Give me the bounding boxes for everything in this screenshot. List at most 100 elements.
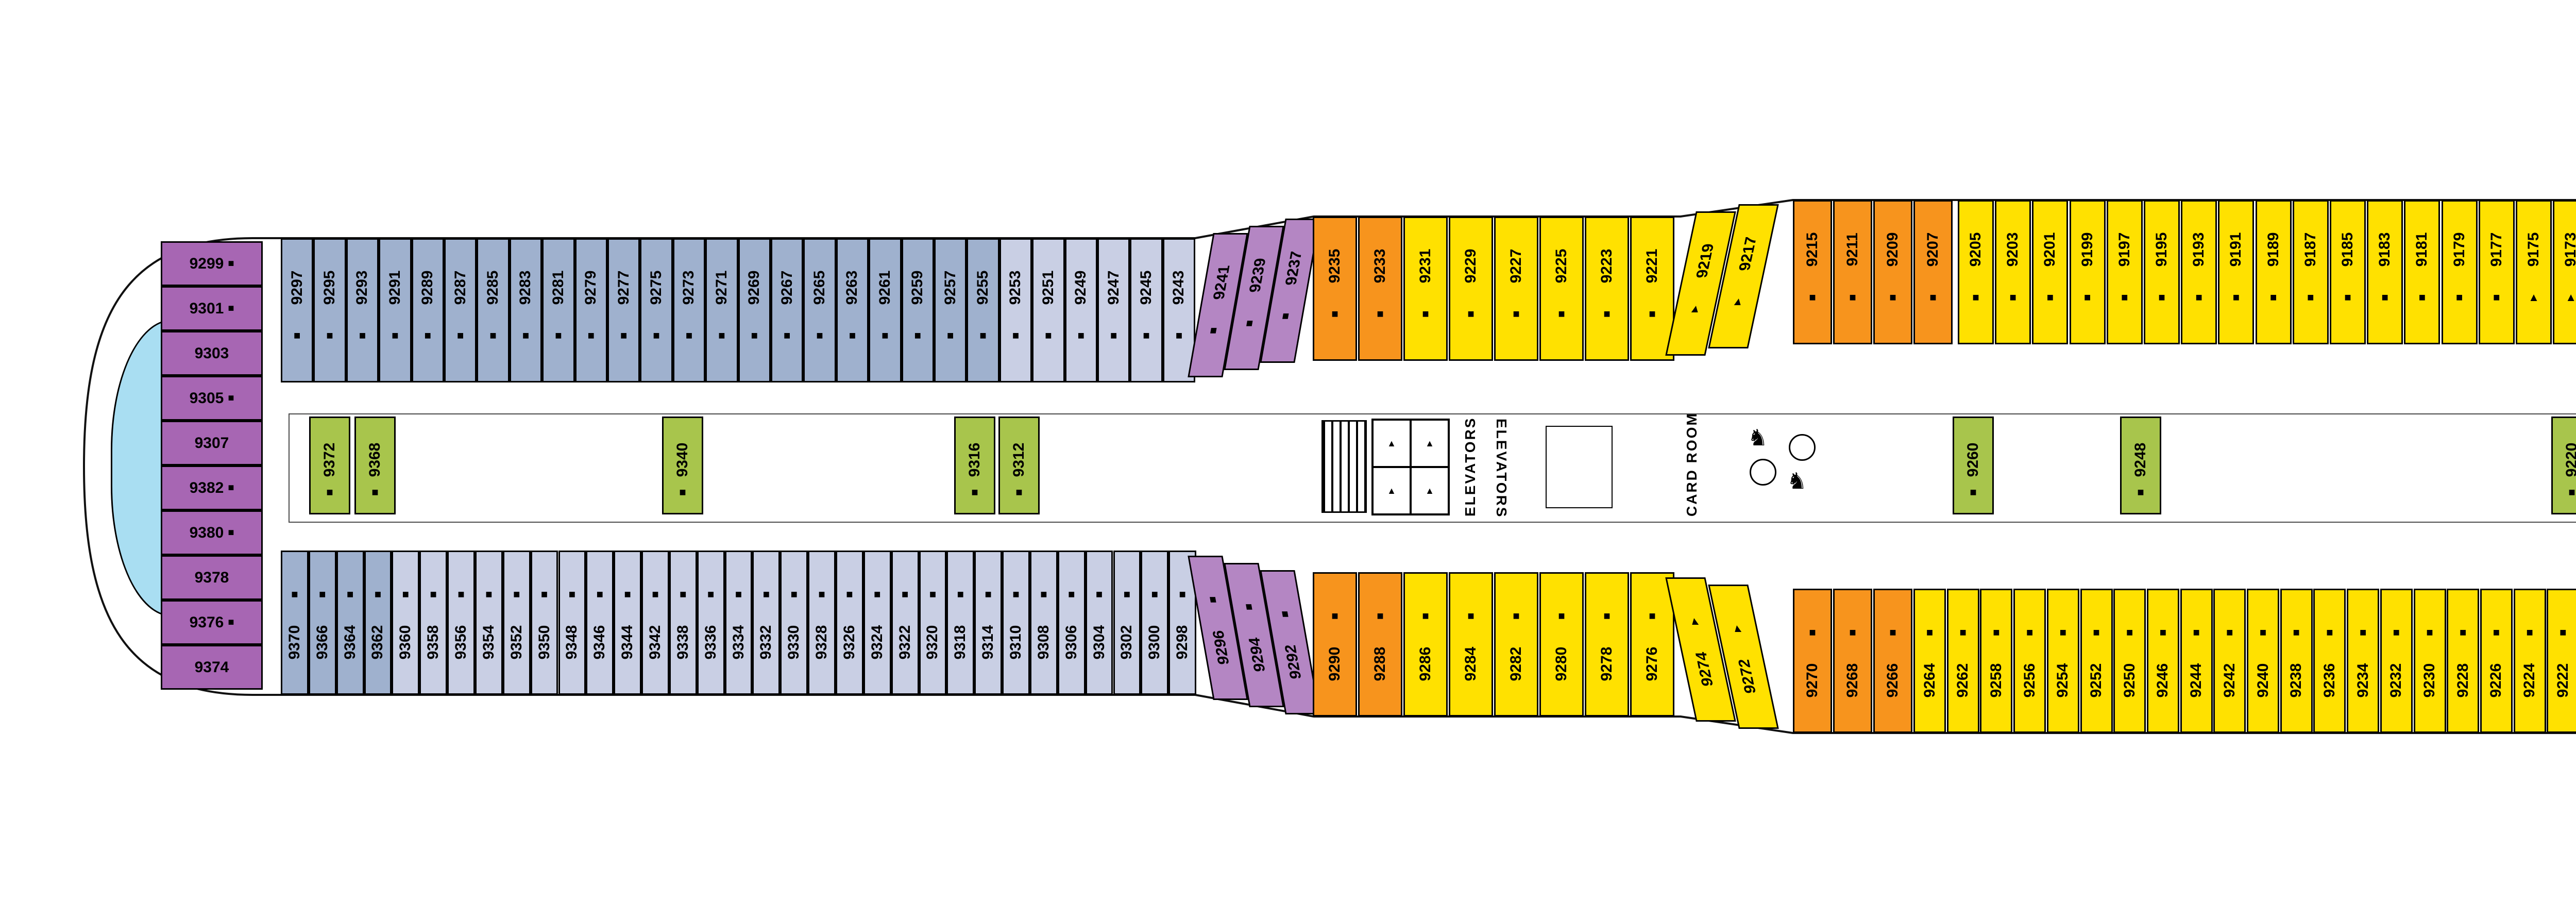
cabin-9304[interactable]: 9304■ bbox=[1085, 551, 1113, 695]
cabin-9276[interactable]: 9276■ bbox=[1630, 572, 1674, 717]
cabin-9267[interactable]: 9267■ bbox=[771, 238, 804, 382]
cabin-9209[interactable]: 9209■ bbox=[1873, 200, 1912, 344]
cabin-9263[interactable]: 9263■ bbox=[836, 238, 869, 382]
cabin-9187[interactable]: 9187■ bbox=[2292, 200, 2329, 344]
cabin-9297[interactable]: 9297■ bbox=[281, 238, 314, 382]
cabin-9257[interactable]: 9257■ bbox=[934, 238, 967, 382]
cabin-9259[interactable]: 9259■ bbox=[901, 238, 934, 382]
cabin-9286[interactable]: 9286■ bbox=[1403, 572, 1448, 717]
cabin-9220[interactable]: 9220■ bbox=[2551, 417, 2576, 514]
cabin-9251[interactable]: 9251■ bbox=[1032, 238, 1065, 382]
cabin-9224[interactable]: 9224■ bbox=[2513, 589, 2546, 733]
cabin-9291[interactable]: 9291■ bbox=[379, 238, 412, 382]
cabin-9280[interactable]: 9280■ bbox=[1539, 572, 1584, 717]
cabin-9281[interactable]: 9281■ bbox=[542, 238, 575, 382]
cabin-9352[interactable]: 9352■ bbox=[502, 551, 531, 695]
cabin-9346[interactable]: 9346■ bbox=[586, 551, 614, 695]
cabin-9368[interactable]: 9368■ bbox=[354, 417, 396, 514]
cabin-9285[interactable]: 9285■ bbox=[477, 238, 510, 382]
cabin-9189[interactable]: 9189■ bbox=[2255, 200, 2292, 344]
cabin-9348[interactable]: 9348■ bbox=[558, 551, 586, 695]
cabin-9354[interactable]: 9354■ bbox=[474, 551, 503, 695]
cabin-9300[interactable]: 9300■ bbox=[1141, 551, 1169, 695]
cabin-9366[interactable]: 9366■ bbox=[308, 551, 336, 695]
cabin-9261[interactable]: 9261■ bbox=[869, 238, 902, 382]
cabin-9197[interactable]: 9197■ bbox=[2106, 200, 2143, 344]
cabin-9378[interactable]: 9378 bbox=[161, 555, 263, 600]
cabin-9265[interactable]: 9265■ bbox=[803, 238, 836, 382]
cabin-9260[interactable]: 9260■ bbox=[1953, 417, 1994, 514]
cabin-9376[interactable]: 9376■ bbox=[161, 600, 263, 645]
cabin-9328[interactable]: 9328■ bbox=[808, 551, 836, 695]
cabin-9278[interactable]: 9278■ bbox=[1585, 572, 1629, 717]
cabin-9290[interactable]: 9290■ bbox=[1313, 572, 1357, 717]
cabin-9246[interactable]: 9246■ bbox=[2146, 589, 2179, 733]
cabin-9302[interactable]: 9302■ bbox=[1113, 551, 1141, 695]
cabin-9322[interactable]: 9322■ bbox=[891, 551, 919, 695]
cabin-9254[interactable]: 9254■ bbox=[2046, 589, 2079, 733]
cabin-9221[interactable]: 9221■ bbox=[1630, 216, 1674, 361]
cabin-9358[interactable]: 9358■ bbox=[419, 551, 448, 695]
cabin-9370[interactable]: 9370■ bbox=[281, 551, 309, 695]
cabin-9228[interactable]: 9228■ bbox=[2447, 589, 2480, 733]
cabin-9250[interactable]: 9250■ bbox=[2113, 589, 2146, 733]
cabin-9191[interactable]: 9191■ bbox=[2218, 200, 2255, 344]
cabin-9306[interactable]: 9306■ bbox=[1057, 551, 1086, 695]
cabin-9240[interactable]: 9240■ bbox=[2247, 589, 2279, 733]
cabin-9303[interactable]: 9303 bbox=[161, 331, 263, 376]
cabin-9238[interactable]: 9238■ bbox=[2280, 589, 2313, 733]
cabin-9283[interactable]: 9283■ bbox=[509, 238, 543, 382]
cabin-9205[interactable]: 9205■ bbox=[1958, 200, 1994, 344]
cabin-9247[interactable]: 9247■ bbox=[1097, 238, 1130, 382]
cabin-9223[interactable]: 9223■ bbox=[1585, 216, 1629, 361]
cabin-9183[interactable]: 9183■ bbox=[2367, 200, 2403, 344]
cabin-9362[interactable]: 9362■ bbox=[364, 551, 392, 695]
cabin-9336[interactable]: 9336■ bbox=[697, 551, 725, 695]
cabin-9256[interactable]: 9256■ bbox=[2013, 589, 2046, 733]
cabin-9342[interactable]: 9342■ bbox=[641, 551, 669, 695]
cabin-9295[interactable]: 9295■ bbox=[313, 238, 346, 382]
cabin-9227[interactable]: 9227■ bbox=[1494, 216, 1538, 361]
cabin-9334[interactable]: 9334■ bbox=[724, 551, 753, 695]
cabin-9230[interactable]: 9230■ bbox=[2413, 589, 2446, 733]
cabin-9233[interactable]: 9233■ bbox=[1358, 216, 1402, 361]
cabin-9275[interactable]: 9275■ bbox=[640, 238, 673, 382]
cabin-9318[interactable]: 9318■ bbox=[946, 551, 975, 695]
cabin-9307[interactable]: 9307 bbox=[161, 421, 263, 465]
cabin-9266[interactable]: 9266■ bbox=[1873, 589, 1912, 733]
cabin-9330[interactable]: 9330■ bbox=[780, 551, 808, 695]
cabin-9324[interactable]: 9324■ bbox=[863, 551, 891, 695]
cabin-9253[interactable]: 9253■ bbox=[999, 238, 1032, 382]
cabin-9185[interactable]: 9185■ bbox=[2330, 200, 2366, 344]
cabin-9288[interactable]: 9288■ bbox=[1358, 572, 1402, 717]
cabin-9268[interactable]: 9268■ bbox=[1833, 589, 1872, 733]
cabin-9177[interactable]: 9177■ bbox=[2478, 200, 2515, 344]
cabin-9372[interactable]: 9372■ bbox=[309, 417, 350, 514]
cabin-9380[interactable]: 9380■ bbox=[161, 510, 263, 555]
cabin-9360[interactable]: 9360■ bbox=[392, 551, 420, 695]
cabin-9235[interactable]: 9235■ bbox=[1313, 216, 1357, 361]
cabin-9287[interactable]: 9287■ bbox=[444, 238, 477, 382]
cabin-9242[interactable]: 9242■ bbox=[2213, 589, 2246, 733]
cabin-9249[interactable]: 9249■ bbox=[1064, 238, 1097, 382]
cabin-9211[interactable]: 9211■ bbox=[1833, 200, 1872, 344]
cabin-9226[interactable]: 9226■ bbox=[2480, 589, 2513, 733]
cabin-9215[interactable]: 9215■ bbox=[1793, 200, 1832, 344]
cabin-9382[interactable]: 9382■ bbox=[161, 465, 263, 510]
cabin-9338[interactable]: 9338■ bbox=[669, 551, 697, 695]
cabin-9193[interactable]: 9193■ bbox=[2181, 200, 2217, 344]
cabin-9364[interactable]: 9364■ bbox=[336, 551, 364, 695]
cabin-9173[interactable]: 9173▲ bbox=[2553, 200, 2576, 344]
cabin-9243[interactable]: 9243■ bbox=[1162, 238, 1196, 382]
cabin-9179[interactable]: 9179■ bbox=[2441, 200, 2478, 344]
cabin-9270[interactable]: 9270■ bbox=[1793, 589, 1832, 733]
cabin-9299[interactable]: 9299■ bbox=[161, 241, 263, 286]
cabin-9320[interactable]: 9320■ bbox=[919, 551, 947, 695]
cabin-9181[interactable]: 9181■ bbox=[2404, 200, 2441, 344]
cabin-9314[interactable]: 9314■ bbox=[974, 551, 1003, 695]
cabin-9252[interactable]: 9252■ bbox=[2080, 589, 2113, 733]
cabin-9203[interactable]: 9203■ bbox=[1995, 200, 2031, 344]
cabin-9289[interactable]: 9289■ bbox=[411, 238, 444, 382]
cabin-9234[interactable]: 9234■ bbox=[2347, 589, 2380, 733]
cabin-9326[interactable]: 9326■ bbox=[836, 551, 863, 695]
